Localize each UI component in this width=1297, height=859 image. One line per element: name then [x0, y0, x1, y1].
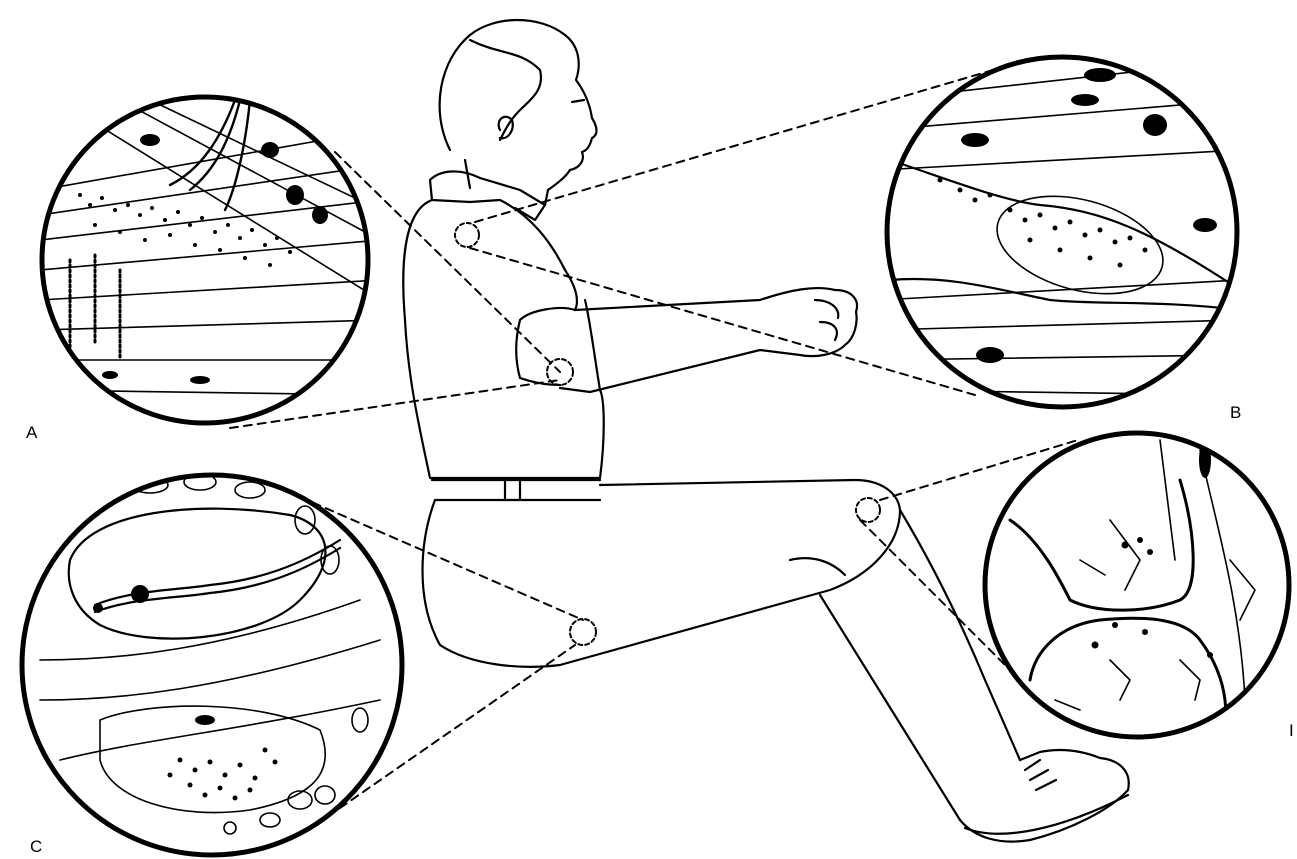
- shoe-sole: [965, 795, 1128, 834]
- inset-d-periosteum: [985, 433, 1289, 760]
- inset-d-border: [985, 433, 1289, 737]
- leader-c-bottom: [340, 645, 575, 808]
- leader-b-bottom: [470, 248, 975, 395]
- sleeve: [516, 308, 575, 385]
- thigh: [423, 480, 901, 667]
- inset-b-border: [887, 57, 1237, 407]
- hair-detail: [470, 40, 541, 140]
- leader-d-bottom: [860, 520, 1020, 680]
- trigger-point-shoulder: [455, 223, 479, 247]
- trigger-point-knee: [856, 498, 880, 522]
- face-eye: [572, 100, 584, 102]
- leader-d-top: [880, 440, 1078, 500]
- fingers: [815, 300, 838, 340]
- trigger-point-thigh: [570, 619, 596, 645]
- panel-label-d: I: [1289, 722, 1294, 739]
- trigger-points: [455, 223, 880, 645]
- shirt-torso: [403, 200, 603, 478]
- collar: [430, 171, 545, 220]
- leader-lines: [230, 68, 1078, 808]
- leader-b-top: [475, 68, 1000, 222]
- belt: [432, 480, 600, 500]
- inset-c-border: [22, 475, 402, 855]
- inset-b-contraction-knot: [880, 57, 1240, 407]
- hip-fold: [790, 558, 845, 575]
- head-outline: [440, 20, 597, 190]
- inset-c-muscle-spindle: [22, 474, 402, 855]
- inset-a-muscle-endplate: [40, 97, 380, 429]
- leader-c-top: [300, 497, 583, 620]
- seated-man-illustration: [403, 20, 1128, 842]
- panel-label-b: B: [1230, 404, 1241, 421]
- panel-label-a: A: [26, 424, 37, 441]
- arm: [560, 288, 857, 392]
- panel-label-c: C: [30, 838, 42, 855]
- shoe-laces: [1025, 760, 1056, 790]
